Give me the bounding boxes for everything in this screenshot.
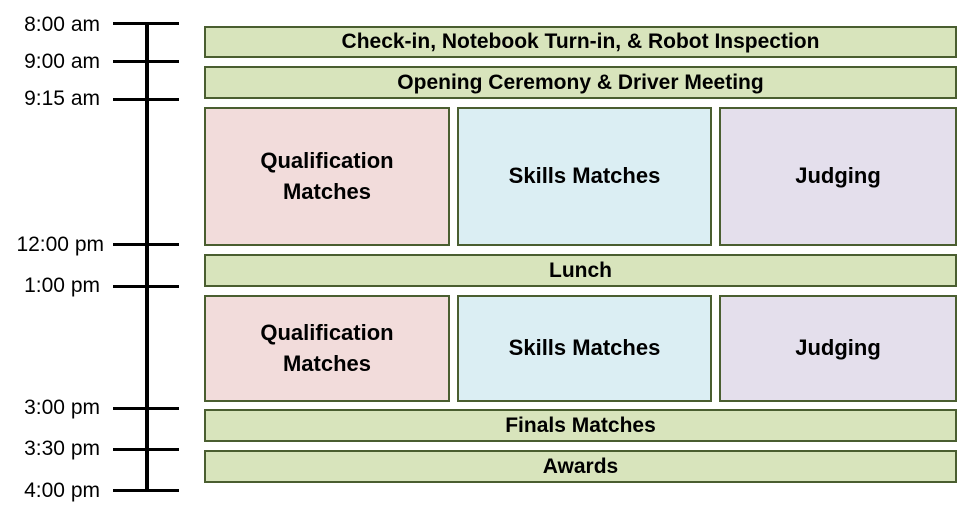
block-opening-ceremony-label: Opening Ceremony & Driver Meeting: [397, 70, 764, 94]
tick-800am: [113, 22, 179, 25]
time-label-1200pm: 12:00 pm: [16, 233, 104, 256]
tick-100pm: [113, 285, 179, 288]
block-afternoon-judging: Judging: [719, 295, 957, 402]
block-morning-judging: Judging: [719, 107, 957, 246]
block-finals-label: Finals Matches: [505, 413, 656, 437]
block-afternoon-qualification-label: Qualification Matches: [260, 319, 394, 376]
block-morning-qualification-label: Qualification Matches: [260, 147, 394, 204]
time-label-330pm: 3:30 pm: [24, 437, 100, 460]
tick-300pm: [113, 407, 179, 410]
tick-1200pm: [113, 243, 179, 246]
block-afternoon-skills: Skills Matches: [457, 295, 712, 402]
block-afternoon-skills-label: Skills Matches: [508, 335, 661, 361]
time-label-300pm: 3:00 pm: [24, 396, 100, 419]
time-label-800am: 8:00 am: [24, 13, 100, 36]
tick-400pm: [113, 489, 179, 492]
block-lunch-label: Lunch: [549, 258, 612, 282]
block-morning-judging-label: Judging: [795, 163, 881, 189]
block-morning-skills: Skills Matches: [457, 107, 712, 246]
block-awards: Awards: [204, 450, 957, 483]
time-label-400pm: 4:00 pm: [24, 479, 100, 502]
block-afternoon-qualification: Qualification Matches: [204, 295, 450, 402]
block-lunch: Lunch: [204, 254, 957, 287]
block-morning-qualification: Qualification Matches: [204, 107, 450, 246]
block-finals: Finals Matches: [204, 409, 957, 442]
block-checkin: Check-in, Notebook Turn-in, & Robot Insp…: [204, 26, 957, 58]
tick-915am: [113, 98, 179, 101]
block-awards-label: Awards: [542, 454, 619, 478]
block-checkin-label: Check-in, Notebook Turn-in, & Robot Insp…: [341, 30, 820, 54]
tick-900am: [113, 60, 179, 63]
block-opening-ceremony: Opening Ceremony & Driver Meeting: [204, 66, 957, 99]
time-label-915am: 9:15 am: [24, 87, 100, 110]
timeline-axis: [145, 23, 149, 491]
time-label-900am: 9:00 am: [24, 50, 100, 73]
time-label-100pm: 1:00 pm: [24, 274, 100, 297]
tick-330pm: [113, 448, 179, 451]
block-morning-skills-label: Skills Matches: [508, 163, 661, 189]
block-afternoon-judging-label: Judging: [795, 335, 881, 361]
